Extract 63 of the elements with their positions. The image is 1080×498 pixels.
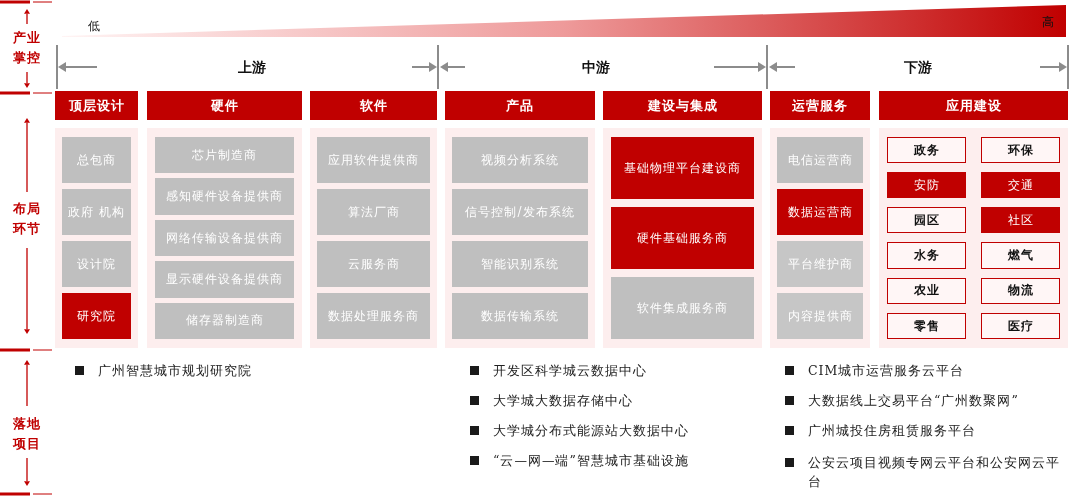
column-header-bar: 建设与集成 bbox=[603, 91, 762, 120]
project-item: 大数据线上交易平台“广州数聚网” bbox=[808, 392, 1019, 410]
panel-background bbox=[879, 128, 1068, 348]
role-box: 总包商 bbox=[62, 137, 131, 183]
stage-label: 中游 bbox=[582, 59, 610, 77]
role-box: 云服务商 bbox=[317, 241, 430, 287]
column-header-bar: 产品 bbox=[445, 91, 595, 120]
sector-tag: 医疗 bbox=[981, 312, 1060, 339]
role-box: 软件集成服务商 bbox=[611, 277, 754, 339]
project-item: 广州城投住房租赁服务平台 bbox=[808, 422, 976, 440]
sector-tag: 零售 bbox=[887, 312, 966, 339]
column-header-bar: 软件 bbox=[310, 91, 437, 120]
panel-background bbox=[310, 128, 437, 348]
panel-background bbox=[147, 128, 302, 348]
role-box: 显示硬件设备提供商 bbox=[155, 261, 294, 298]
project-item: 开发区科学城云数据中心 bbox=[493, 362, 647, 380]
role-box: 电信运营商 bbox=[777, 137, 863, 183]
project-item: 广州智慧城市规划研究院 bbox=[98, 362, 252, 380]
highlight-box: 交通 bbox=[981, 172, 1060, 199]
sector-tag: 燃气 bbox=[981, 242, 1060, 269]
highlight-box: 安防 bbox=[887, 172, 966, 199]
sector-tag: 水务 bbox=[887, 242, 966, 269]
sector-tag: 农业 bbox=[887, 277, 966, 304]
sector-tag: 物流 bbox=[981, 277, 1060, 304]
role-box: 视频分析系统 bbox=[452, 137, 588, 183]
role-box: 数据传输系统 bbox=[452, 293, 588, 339]
project-item: CIM城市运营服务云平台 bbox=[808, 362, 965, 380]
role-box: 应用软件提供商 bbox=[317, 137, 430, 183]
column-header-bar: 应用建设 bbox=[879, 91, 1068, 120]
role-box: 感知硬件设备提供商 bbox=[155, 178, 294, 215]
role-box: 智能识别系统 bbox=[452, 241, 588, 287]
role-box: 政府 机构 bbox=[62, 189, 131, 235]
stage-label: 下游 bbox=[904, 59, 932, 77]
project-item: 大学城大数据存储中心 bbox=[493, 392, 633, 410]
scale-label: 高 bbox=[1042, 14, 1054, 31]
sector-tag: 政务 bbox=[887, 137, 966, 164]
panel-background bbox=[770, 128, 870, 348]
panel-background bbox=[55, 128, 138, 348]
role-box: 芯片制造商 bbox=[155, 137, 294, 174]
column-header-bar: 运营服务 bbox=[770, 91, 870, 120]
panel-background bbox=[603, 128, 762, 348]
column-header-bar: 硬件 bbox=[147, 91, 302, 120]
role-box: 算法厂商 bbox=[317, 189, 430, 235]
role-box: 信号控制/发布系统 bbox=[452, 189, 588, 235]
project-item: 公安云项目视频专网云平台和公安网云平台 bbox=[808, 454, 1061, 492]
project-item: “云—网—端”智慧城市基础设施 bbox=[493, 452, 689, 470]
role-box: 数据处理服务商 bbox=[317, 293, 430, 339]
role-box: 设计院 bbox=[62, 241, 131, 287]
role-box: 储存器制造商 bbox=[155, 302, 294, 340]
section-label: 落地项目 bbox=[10, 414, 44, 453]
highlight-box: 基础物理平台建设商 bbox=[611, 137, 754, 199]
scale-label: 低 bbox=[88, 18, 100, 35]
sector-tag: 园区 bbox=[887, 207, 966, 234]
highlight-box: 数据运营商 bbox=[777, 189, 863, 235]
highlight-box: 社区 bbox=[981, 207, 1060, 234]
stage-label: 上游 bbox=[238, 59, 266, 77]
column-header-bar: 顶层设计 bbox=[55, 91, 138, 120]
project-item: 大学城分布式能源站大数据中心 bbox=[493, 422, 689, 440]
panel-background bbox=[445, 128, 595, 348]
highlight-box: 硬件基础服务商 bbox=[611, 207, 754, 269]
role-box: 网络传输设备提供商 bbox=[155, 219, 294, 257]
highlight-box: 研究院 bbox=[62, 293, 131, 339]
sector-tag: 环保 bbox=[981, 137, 1060, 164]
